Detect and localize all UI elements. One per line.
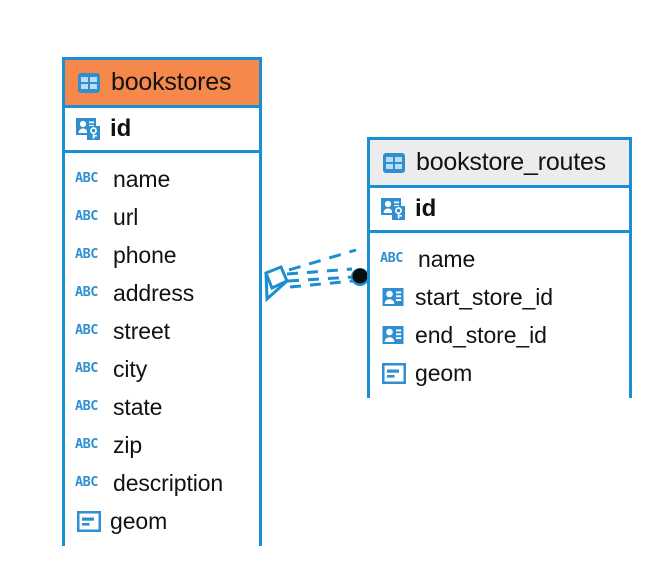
field-label: geom	[110, 507, 168, 534]
field-label: state	[113, 393, 163, 420]
primary-key-icon	[75, 116, 102, 143]
table-icon	[75, 69, 102, 96]
field-row[interactable]: ABC city	[65, 350, 259, 388]
relationship-line-middle	[287, 275, 354, 283]
string-type-icon: ABC	[75, 284, 98, 301]
field-row[interactable]: ABC name	[370, 240, 629, 278]
field-label: city	[113, 355, 148, 382]
field-label: description	[113, 469, 224, 496]
foreign-key-icon	[380, 284, 407, 311]
string-type-icon: ABC	[75, 436, 98, 453]
entity-bookstore-routes[interactable]: bookstore_routes id	[367, 137, 632, 400]
relationship-line-lower	[289, 279, 354, 289]
diamond-marker	[264, 265, 289, 303]
entity-name-label: bookstore_routes	[416, 148, 606, 176]
field-row[interactable]: ABC state	[65, 388, 259, 426]
string-type-icon: ABC	[75, 246, 98, 263]
geometry-type-icon	[75, 508, 102, 535]
entity-name-label: bookstores	[111, 68, 232, 96]
primary-key-row-bookstores[interactable]: id	[65, 108, 259, 153]
foreign-key-icon	[380, 322, 407, 349]
field-row[interactable]: ABC street	[65, 312, 259, 350]
field-row[interactable]: ABC url	[65, 198, 259, 236]
field-label: geom	[415, 359, 473, 386]
entity-header-bookstore-routes[interactable]: bookstore_routes	[370, 140, 629, 188]
relationship-line-fan-top	[288, 248, 357, 272]
field-row[interactable]: end_store_id	[370, 316, 629, 354]
string-type-icon: ABC	[75, 208, 98, 225]
field-list-bookstores: ABC name ABC url ABC phone ABC address A…	[65, 153, 259, 548]
field-label: name	[113, 165, 171, 192]
string-type-icon: ABC	[75, 170, 98, 187]
field-row[interactable]: ABC zip	[65, 426, 259, 464]
field-list-bookstore-routes: ABC name start_store_id	[370, 233, 629, 400]
field-row[interactable]: geom	[370, 354, 629, 392]
field-row[interactable]: geom	[65, 502, 259, 540]
field-row[interactable]: ABC address	[65, 274, 259, 312]
field-row[interactable]: ABC phone	[65, 236, 259, 274]
field-label: name	[418, 245, 476, 272]
field-label: zip	[113, 431, 143, 458]
field-row[interactable]: ABC description	[65, 464, 259, 502]
field-label: url	[113, 203, 139, 230]
primary-key-label: id	[415, 195, 437, 222]
table-icon	[380, 149, 407, 176]
field-row[interactable]: start_store_id	[370, 278, 629, 316]
field-label: end_store_id	[415, 321, 547, 348]
entity-header-bookstores[interactable]: bookstores	[65, 60, 259, 108]
relationship-line-upper	[286, 267, 353, 276]
string-type-icon: ABC	[75, 474, 98, 491]
field-label: address	[113, 279, 195, 306]
string-type-icon: ABC	[75, 398, 98, 415]
geometry-type-icon	[380, 360, 407, 387]
field-label: street	[113, 317, 170, 344]
string-type-icon: ABC	[380, 250, 403, 267]
primary-key-row-bookstore-routes[interactable]: id	[370, 188, 629, 233]
field-label: phone	[113, 241, 177, 268]
string-type-icon: ABC	[75, 322, 98, 339]
string-type-icon: ABC	[75, 360, 98, 377]
primary-key-label: id	[110, 115, 132, 142]
primary-key-icon	[380, 196, 407, 223]
field-label: start_store_id	[415, 283, 553, 310]
entity-bookstores[interactable]: bookstores id	[62, 57, 262, 548]
field-row[interactable]: ABC name	[65, 160, 259, 198]
